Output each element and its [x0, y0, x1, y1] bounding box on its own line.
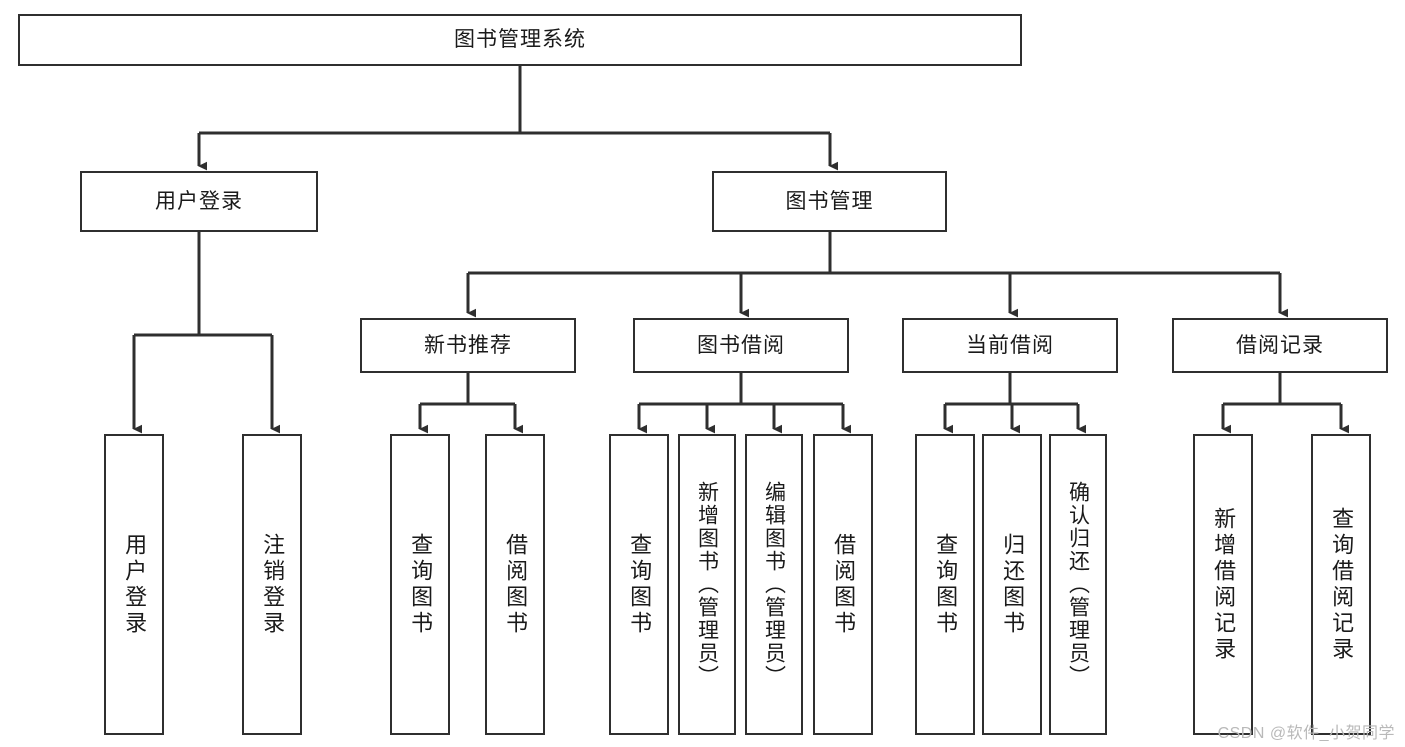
node-label: 查询借阅记录 — [1329, 506, 1355, 663]
node-book-borrowing[interactable]: 图书借阅 — [633, 318, 849, 373]
node-label: 新增借阅记录 — [1211, 506, 1237, 663]
node-label: 查询图书 — [933, 532, 959, 637]
node-label: 当前借阅 — [966, 333, 1054, 357]
node-user-login[interactable]: 用户登录 — [80, 171, 318, 232]
node-label: 借阅图书 — [503, 532, 529, 637]
node-label: 新增图书（管理员） — [695, 481, 719, 688]
leaf-return-book[interactable]: 归还图书 — [982, 434, 1042, 735]
leaf-query-book-current[interactable]: 查询图书 — [915, 434, 975, 735]
leaf-edit-book-admin[interactable]: 编辑图书（管理员） — [745, 434, 803, 735]
node-label: 编辑图书（管理员） — [762, 481, 786, 688]
node-label: 查询图书 — [408, 532, 434, 637]
node-new-book-recommendation[interactable]: 新书推荐 — [360, 318, 576, 373]
node-label: 注销登录 — [260, 532, 286, 637]
leaf-confirm-return-admin[interactable]: 确认归还（管理员） — [1049, 434, 1107, 735]
leaf-query-book-borrowing[interactable]: 查询图书 — [609, 434, 669, 735]
leaf-add-book-admin[interactable]: 新增图书（管理员） — [678, 434, 736, 735]
node-label: 用户登录 — [122, 532, 148, 637]
leaf-query-book-recommendation[interactable]: 查询图书 — [390, 434, 450, 735]
leaf-borrow-book-recommendation[interactable]: 借阅图书 — [485, 434, 545, 735]
node-label: 图书管理 — [785, 189, 874, 213]
node-label: 借阅图书 — [831, 532, 857, 637]
node-label: 借阅记录 — [1236, 333, 1324, 357]
node-label: 图书管理系统 — [454, 28, 586, 52]
node-current-borrowing[interactable]: 当前借阅 — [902, 318, 1118, 373]
leaf-borrow-book[interactable]: 借阅图书 — [813, 434, 873, 735]
leaf-user-login[interactable]: 用户登录 — [104, 434, 164, 735]
node-label: 归还图书 — [1000, 532, 1026, 637]
leaf-query-borrowing-record[interactable]: 查询借阅记录 — [1311, 434, 1371, 735]
leaf-user-logout[interactable]: 注销登录 — [242, 434, 302, 735]
leaf-add-borrowing-record[interactable]: 新增借阅记录 — [1193, 434, 1253, 735]
node-root-book-management-system[interactable]: 图书管理系统 — [18, 14, 1022, 66]
node-label: 用户登录 — [155, 189, 243, 213]
node-borrowing-record[interactable]: 借阅记录 — [1172, 318, 1388, 373]
node-book-management[interactable]: 图书管理 — [712, 171, 947, 232]
node-label: 查询图书 — [627, 532, 653, 637]
node-label: 确认归还（管理员） — [1066, 481, 1090, 688]
node-label: 图书借阅 — [697, 333, 785, 357]
node-label: 新书推荐 — [424, 333, 512, 357]
